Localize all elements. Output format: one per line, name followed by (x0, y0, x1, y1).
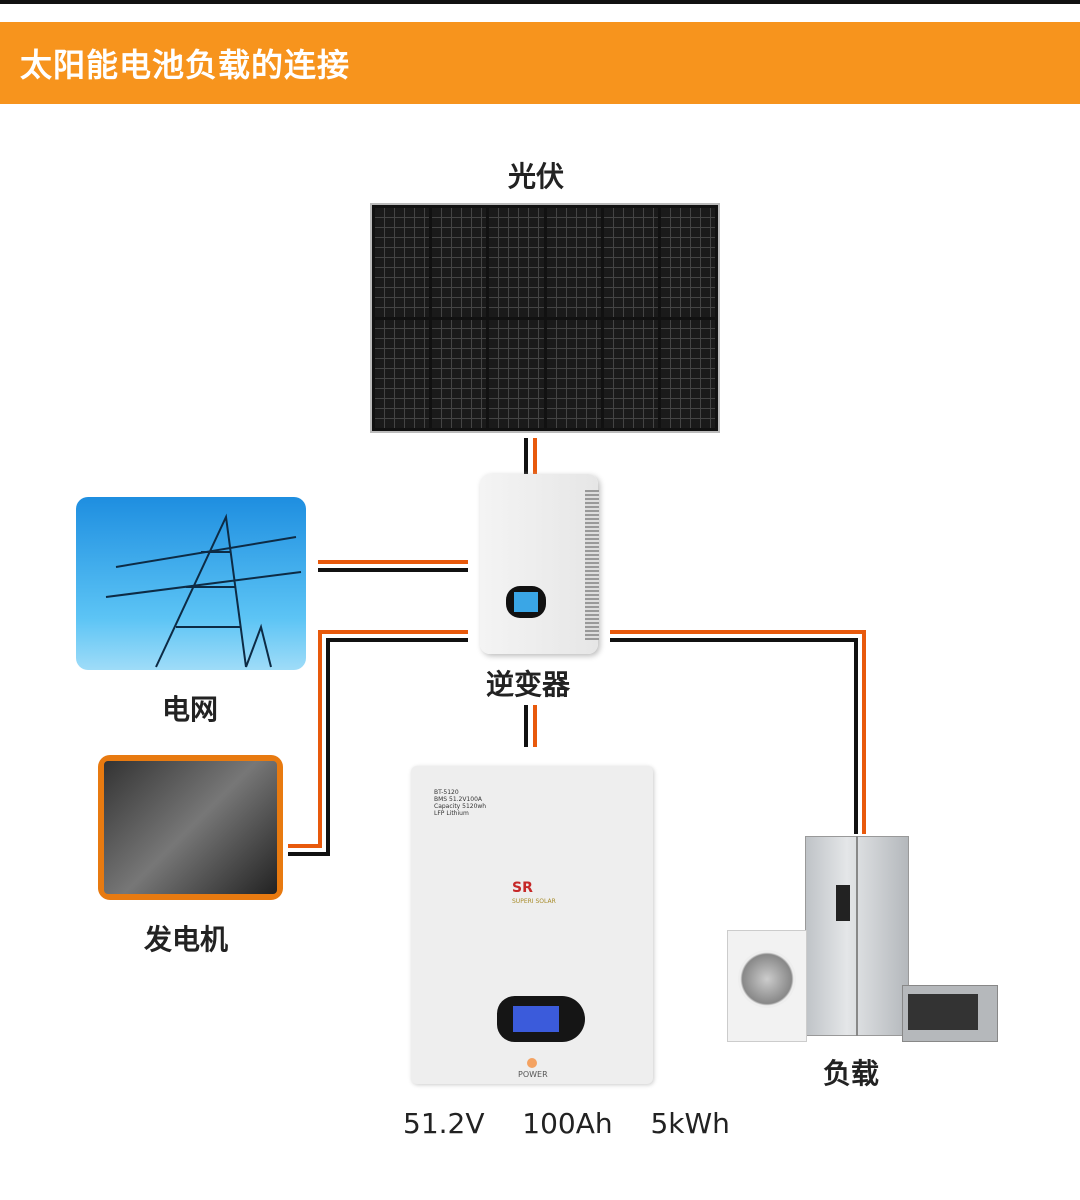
battery-display (497, 996, 585, 1042)
battery-brand-subtitle: SUPERI SOLAR (512, 898, 556, 905)
washer-door (738, 950, 796, 1008)
inverter-display (506, 586, 546, 618)
page-title: 太阳能电池负载的连接 (20, 46, 351, 84)
fridge-dispenser (836, 885, 850, 921)
battery-rating: 51.2V 100Ah 5kWh (403, 1107, 730, 1140)
battery-brand-logo: SR (512, 880, 533, 896)
inverter-label: 逆变器 (486, 668, 571, 701)
spec-line: Capacity 5120wh (434, 803, 487, 810)
power-grid-image (76, 497, 306, 670)
pv-label: 光伏 (508, 160, 565, 193)
generator-label: 发电机 (144, 923, 229, 956)
generator-image (98, 755, 283, 900)
page-header: 太阳能电池负载的连接 (0, 22, 1080, 104)
spec-line: BMS 51.2V100A (434, 796, 483, 803)
power-button-icon (527, 1058, 537, 1068)
fridge-door-split (856, 836, 858, 1036)
power-label: POWER (518, 1070, 548, 1079)
spec-line: BT-5120 (434, 789, 459, 796)
grid-label: 电网 (162, 693, 219, 726)
spec-line: LFP Lithium (434, 810, 469, 817)
top-border (0, 0, 1080, 4)
load-label: 负载 (823, 1057, 880, 1090)
battery-spec-text: BT-5120 BMS 51.2V100A Capacity 5120wh LF… (434, 789, 486, 817)
solar-panel-image (370, 203, 720, 433)
inverter-vent (585, 490, 599, 640)
microwave-window (908, 994, 978, 1030)
inverter-image (480, 474, 598, 654)
